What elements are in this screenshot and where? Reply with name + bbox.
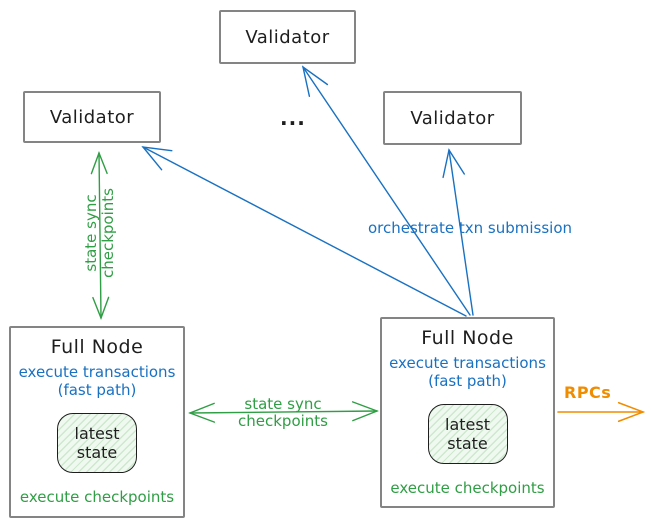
latest-state-line2: state <box>447 434 488 453</box>
latest-state-line1: latest <box>74 424 120 443</box>
fast-path-line2: (fast path) <box>428 372 507 390</box>
validator-top-box: Validator <box>219 10 356 64</box>
latest-state-line1: latest <box>445 415 490 434</box>
state-sync-line2: checkpoints <box>238 412 328 430</box>
fast-path-line1: execute transactions <box>18 363 176 381</box>
validator-left-label: Validator <box>49 106 135 128</box>
validator-left-box: Validator <box>23 91 161 143</box>
full-node-left-latest-state: latest state <box>57 413 137 473</box>
full-node-left-box: Full Node execute transactions (fast pat… <box>9 326 185 518</box>
state-sync-line1: state sync <box>244 395 322 413</box>
arrow-rpcs <box>557 401 646 423</box>
orchestrate-txn-submission-label: orchestrate txn submission <box>367 219 573 237</box>
validator-top-label: Validator <box>245 26 330 48</box>
full-node-right-footer: execute checkpoints <box>390 479 545 497</box>
full-node-right-title: Full Node <box>421 327 514 349</box>
full-node-right-fast-path: execute transactions (fast path) <box>389 354 546 390</box>
full-node-right-latest-state: latest state <box>427 404 508 464</box>
rpcs-label: RPCs <box>564 383 612 402</box>
state-sync-line2: checkpoints <box>99 188 117 278</box>
validators-ellipsis: ... <box>280 106 306 130</box>
full-node-left-fast-path: execute transactions (fast path) <box>19 363 176 399</box>
validator-right-box: Validator <box>383 91 522 145</box>
fullnode-state-sync-label: state sync checkpoints <box>213 396 353 430</box>
validator-state-sync-label: state sync checkpoints <box>82 173 117 293</box>
full-node-left-title: Full Node <box>50 336 144 358</box>
full-node-left-footer: execute checkpoints <box>19 488 175 506</box>
full-node-right-box: Full Node execute transactions (fast pat… <box>380 317 555 508</box>
validator-right-label: Validator <box>410 107 495 129</box>
latest-state-line2: state <box>76 443 118 462</box>
fast-path-line1: execute transactions <box>389 354 546 372</box>
state-sync-line1: state sync <box>82 194 100 272</box>
fast-path-line2: (fast path) <box>57 381 137 399</box>
